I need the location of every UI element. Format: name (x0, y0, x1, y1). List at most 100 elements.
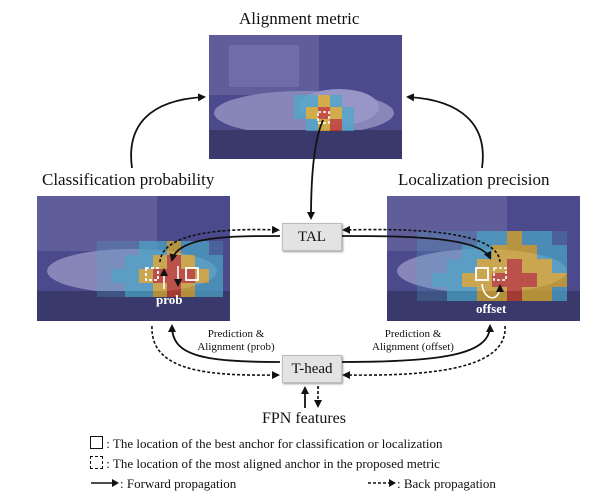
heatmap-cell (552, 259, 567, 273)
classification-image (37, 196, 230, 321)
offset-label: offset (476, 301, 507, 316)
heatmap-cell (492, 273, 507, 287)
heatmap-cell (153, 255, 167, 269)
prob-label: prob (156, 292, 183, 307)
heatmap-cell (417, 273, 432, 287)
heatmap-cell (447, 245, 462, 259)
arrow-cls-to-alignment (130, 93, 206, 169)
heatmap-cell (195, 283, 209, 297)
heatmap-cell (318, 95, 330, 107)
legend-forward-text: : Forward propagation (120, 476, 237, 491)
heatmap-cell (537, 259, 552, 273)
heatmap-cell (432, 273, 447, 287)
heatmap-cell (125, 269, 139, 283)
heatmap-cell (477, 287, 492, 301)
pred-offset-line1: Prediction & (384, 328, 442, 340)
heatmap-cell (552, 245, 567, 259)
heatmap-cell (537, 231, 552, 245)
heatmap-cell (492, 231, 507, 245)
heatmap-cell (417, 231, 432, 245)
heatmap-cell (209, 269, 223, 283)
heatmap-cell (507, 231, 522, 245)
heatmap-cell (153, 241, 167, 255)
heatmap-cell (537, 287, 552, 301)
heatmap-cell (181, 255, 195, 269)
heatmap-cell (111, 255, 125, 269)
heatmap-cell (167, 255, 181, 269)
back-arrow-icon (368, 479, 396, 487)
heatmap-cell (318, 107, 330, 119)
legend-solid-square-text: : The location of the best anchor for cl… (106, 436, 443, 451)
heatmap-cell (125, 255, 139, 269)
heatmap-cell (432, 287, 447, 301)
heatmap-cell (181, 283, 195, 297)
heatmap-cell (97, 255, 111, 269)
heatmap-cell (97, 283, 111, 297)
heatmap-cell (294, 95, 306, 107)
heatmap-cell (492, 259, 507, 273)
heatmap-cell (306, 95, 318, 107)
heatmap-cell (522, 245, 537, 259)
heatmap-cell (125, 241, 139, 255)
heatmap-cell (552, 287, 567, 301)
heatmap-cell (492, 287, 507, 301)
classification-probability-title: Classification probability (42, 170, 215, 189)
pred-prob-line1: Prediction & (207, 328, 265, 340)
heatmap-cell (522, 231, 537, 245)
heatmap-cell (167, 269, 181, 283)
heatmap-cell (330, 95, 342, 107)
heatmap-cell (492, 245, 507, 259)
heatmap-cell (97, 269, 111, 283)
heatmap-cell (462, 287, 477, 301)
heatmap-cell (462, 245, 477, 259)
heatmap-cell (537, 245, 552, 259)
legend-dashed-square: : The location of the most aligned ancho… (90, 456, 440, 472)
heatmap-cell (477, 273, 492, 287)
heatmap-cell (209, 255, 223, 269)
pred-offset-line2: Alignment (offset) (372, 341, 454, 353)
heatmap-cell (507, 245, 522, 259)
heatmap-cell (447, 231, 462, 245)
heatmap-cell (111, 283, 125, 297)
heatmap-cell (330, 107, 342, 119)
heatmap-cell (306, 107, 318, 119)
heatmap-cell (306, 119, 318, 131)
heatmap-cell (342, 119, 354, 131)
legend-back: : Back propagation (367, 476, 496, 492)
heatmap-cell (522, 287, 537, 301)
heatmap-cell (507, 273, 522, 287)
heatmap-cell (153, 269, 167, 283)
legend-solid-square: : The location of the best anchor for cl… (90, 436, 442, 452)
arrow-loc-to-alignment (406, 93, 484, 169)
heatmap-cell (181, 269, 195, 283)
heatmap-cell (507, 259, 522, 273)
heatmap-cell (97, 241, 111, 255)
heatmap-cell (195, 255, 209, 269)
heatmap-cell (417, 245, 432, 259)
heatmap-cell (477, 259, 492, 273)
heatmap-cell (139, 269, 153, 283)
heatmap-cell (552, 273, 567, 287)
heatmap-cell (447, 259, 462, 273)
alignment-metric-title: Alignment metric (239, 9, 360, 28)
legend-back-text: : Back propagation (397, 476, 496, 491)
t-head-box: T-head (282, 355, 342, 383)
heatmap-cell (417, 287, 432, 301)
heatmap-cell (477, 245, 492, 259)
heatmap-cell (462, 231, 477, 245)
heatmap-cell (209, 283, 223, 297)
heatmap-cell (522, 273, 537, 287)
heatmap-cell (432, 231, 447, 245)
fpn-features-label: FPN features (262, 410, 346, 427)
heatmap-cell (111, 269, 125, 283)
heatmap-cell (139, 255, 153, 269)
heatmap-cell (432, 259, 447, 273)
heatmap-cell (181, 241, 195, 255)
heatmap-cell (432, 245, 447, 259)
heatmap-cell (417, 259, 432, 273)
alignment-metric-image (209, 35, 402, 159)
heatmap-cell (294, 107, 306, 119)
legend-dashed-square-text: : The location of the most aligned ancho… (106, 456, 440, 471)
heatmap-cell (125, 283, 139, 297)
heatmap-cell (462, 273, 477, 287)
